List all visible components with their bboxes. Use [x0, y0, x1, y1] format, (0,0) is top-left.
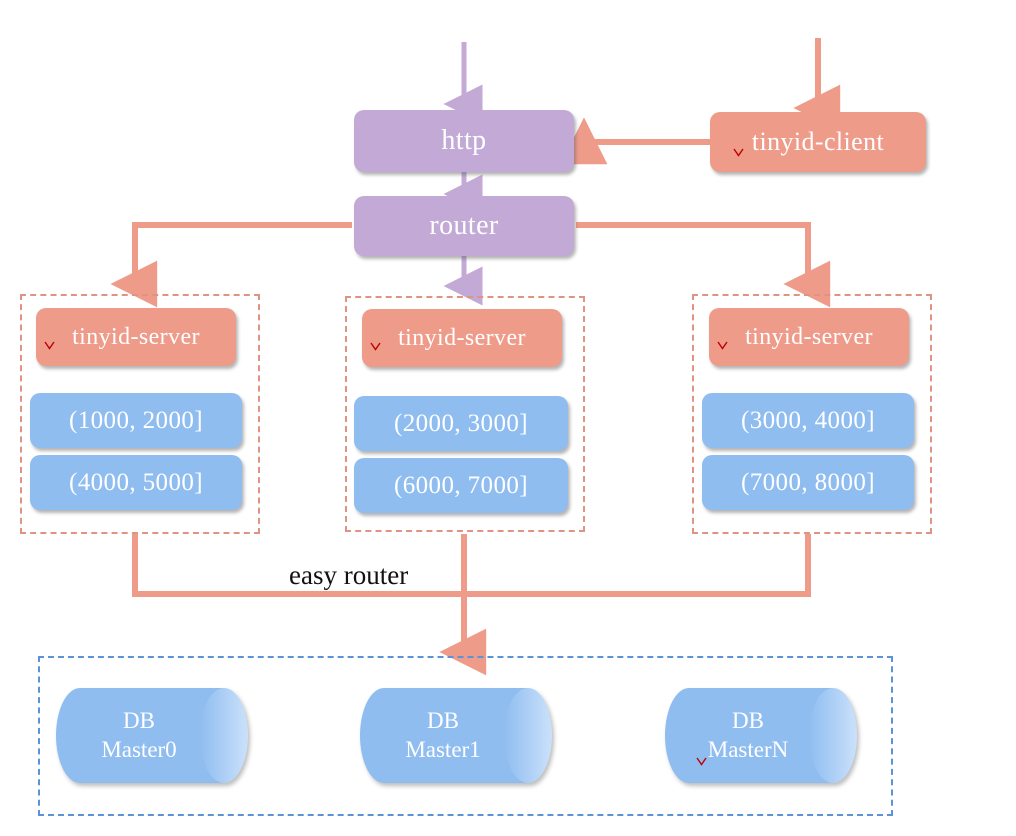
db-cylinder-body [360, 688, 528, 783]
segment-1-2-label: (4000, 5000] [69, 468, 203, 496]
node-tinyid-server-3-label: tinyid-server [745, 323, 873, 350]
segment-2-1[interactable]: (2000, 3000] [354, 396, 568, 451]
node-router-label: router [429, 210, 499, 241]
node-tinyid-server-3[interactable]: tinyid-server [709, 308, 909, 366]
segment-2-2[interactable]: (6000, 7000] [354, 458, 568, 513]
node-tinyid-server-1[interactable]: tinyid-server [36, 308, 236, 366]
node-router[interactable]: router [354, 196, 574, 256]
db-cylinder-1-line2: Master1 [405, 736, 481, 762]
db-cylinder-n-line1: DB [732, 707, 764, 733]
node-tinyid-client-label: tinyid-client [751, 127, 885, 156]
node-tinyid-server-2-label: tinyid-server [398, 324, 526, 351]
db-cylinder-n-line2: MasterN [707, 736, 789, 762]
segment-1-1-label: (1000, 2000] [69, 406, 203, 434]
node-tinyid-server-1-label: tinyid-server [72, 323, 200, 350]
db-cylinder-cap [504, 688, 552, 783]
segment-1-1[interactable]: (1000, 2000] [30, 393, 242, 448]
segment-1-2[interactable]: (4000, 5000] [30, 455, 242, 510]
segment-3-2[interactable]: (7000, 8000] [702, 455, 914, 510]
segment-2-1-label: (2000, 3000] [394, 409, 528, 437]
segment-3-1-label: (3000, 4000] [741, 406, 875, 434]
node-tinyid-client[interactable]: tinyid-client [710, 112, 926, 172]
node-tinyid-server-2[interactable]: tinyid-server [362, 309, 562, 367]
segment-3-2-label: (7000, 8000] [741, 468, 875, 496]
db-cylinder-body [56, 688, 224, 783]
segment-2-2-label: (6000, 7000] [394, 471, 528, 499]
segment-3-1[interactable]: (3000, 4000] [702, 393, 914, 448]
db-cylinder-0-line2: Master0 [101, 736, 177, 762]
db-cylinder-1-line1: DB [427, 707, 459, 733]
db-cylinder-body [665, 688, 833, 783]
db-cylinder-1-label: DB Master1 [360, 688, 526, 783]
db-cylinder-cap [809, 688, 857, 783]
db-cylinder-0[interactable]: DB Master0 [56, 688, 248, 783]
easy-router-label: easy router [283, 560, 415, 591]
db-cylinder-n-label: DB MasterN [665, 688, 831, 783]
db-cylinder-1[interactable]: DB Master1 [360, 688, 552, 783]
node-http[interactable]: http [354, 110, 574, 172]
db-cylinder-0-line1: DB [123, 707, 155, 733]
db-cylinder-n[interactable]: DB MasterN [665, 688, 857, 783]
db-cylinder-0-label: DB Master0 [56, 688, 222, 783]
node-http-label: http [441, 125, 487, 156]
db-cylinder-cap [200, 688, 248, 783]
